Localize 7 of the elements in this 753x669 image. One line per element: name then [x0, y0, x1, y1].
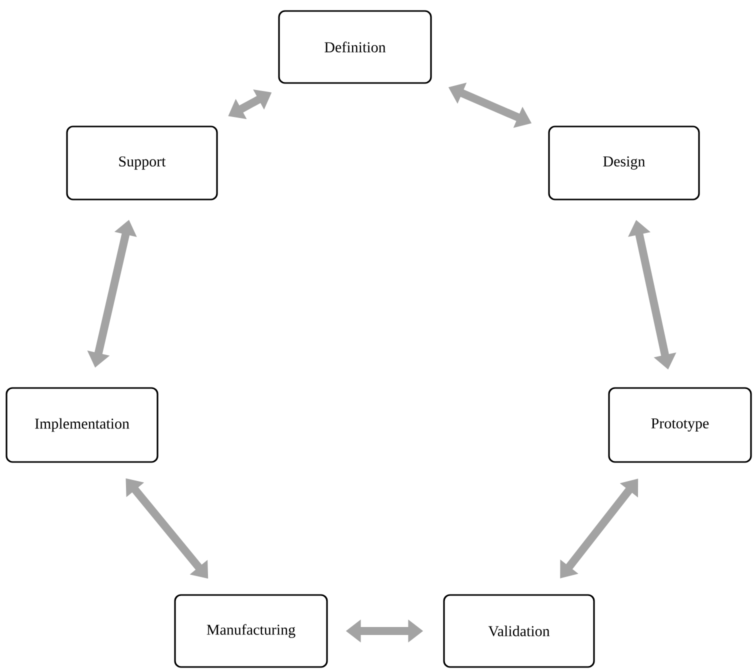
process-box: Definition [278, 10, 432, 84]
process-box: Support [66, 126, 218, 200]
process-box: Validation [443, 594, 595, 668]
process-box: Implementation [6, 387, 158, 463]
process-box: Prototype [608, 387, 752, 463]
process-box: Manufacturing [174, 594, 328, 668]
process-box: Design [548, 126, 700, 200]
